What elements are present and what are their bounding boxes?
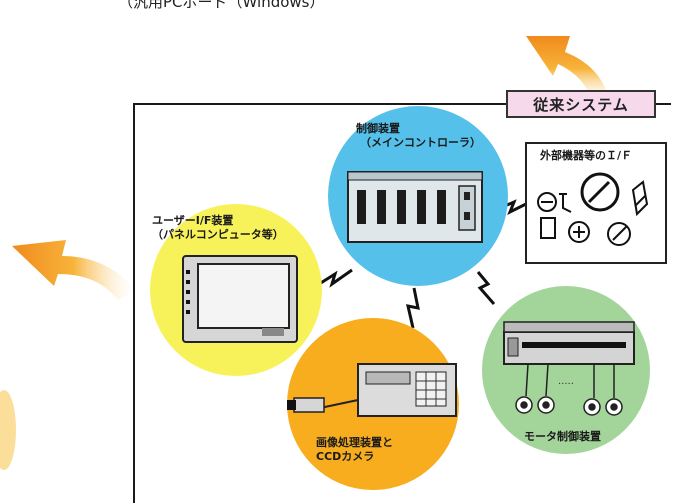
image-proc-subtitle: CCDカメラ xyxy=(316,450,375,463)
svg-text:.....: ..... xyxy=(558,376,574,387)
motor-label: モータ制御装置 xyxy=(524,430,601,443)
external-if-label: 外部機器等のＩ/Ｆ xyxy=(540,149,633,162)
controller-title: 制御装置 xyxy=(356,122,400,135)
servo-motor-icons: ..... xyxy=(515,363,623,416)
top-caption: （汎用PCボード（Windows） xyxy=(118,0,325,11)
motor-circle xyxy=(482,286,650,454)
link-controller-user xyxy=(315,268,353,288)
motor-controller-icon xyxy=(503,321,635,365)
image-processor-icon xyxy=(357,363,457,417)
image-proc-label: 画像処理装置と CCDカメラ xyxy=(316,436,393,464)
controller-label: 制御装置 （メインコントローラ） xyxy=(356,122,481,150)
ccd-camera-icon xyxy=(287,397,359,413)
panel-computer-icon xyxy=(182,255,298,343)
user-if-subtitle: （パネルコンピュータ等） xyxy=(152,228,284,241)
image-proc-title: 画像処理装置と xyxy=(316,436,393,449)
plc-rack-icon xyxy=(347,171,483,243)
system-tab: 従来システム xyxy=(506,90,656,118)
user-if-title: ユーザーI/F装置 xyxy=(152,214,234,227)
link-controller-motor xyxy=(476,271,496,305)
io-symbols-icon xyxy=(537,172,649,246)
system-frame xyxy=(133,103,671,503)
link-controller-camera xyxy=(406,287,420,329)
external-if-box xyxy=(525,142,667,264)
controller-subtitle: （メインコントローラ） xyxy=(360,136,481,149)
user-if-label: ユーザーI/F装置 （パネルコンピュータ等） xyxy=(152,214,284,242)
